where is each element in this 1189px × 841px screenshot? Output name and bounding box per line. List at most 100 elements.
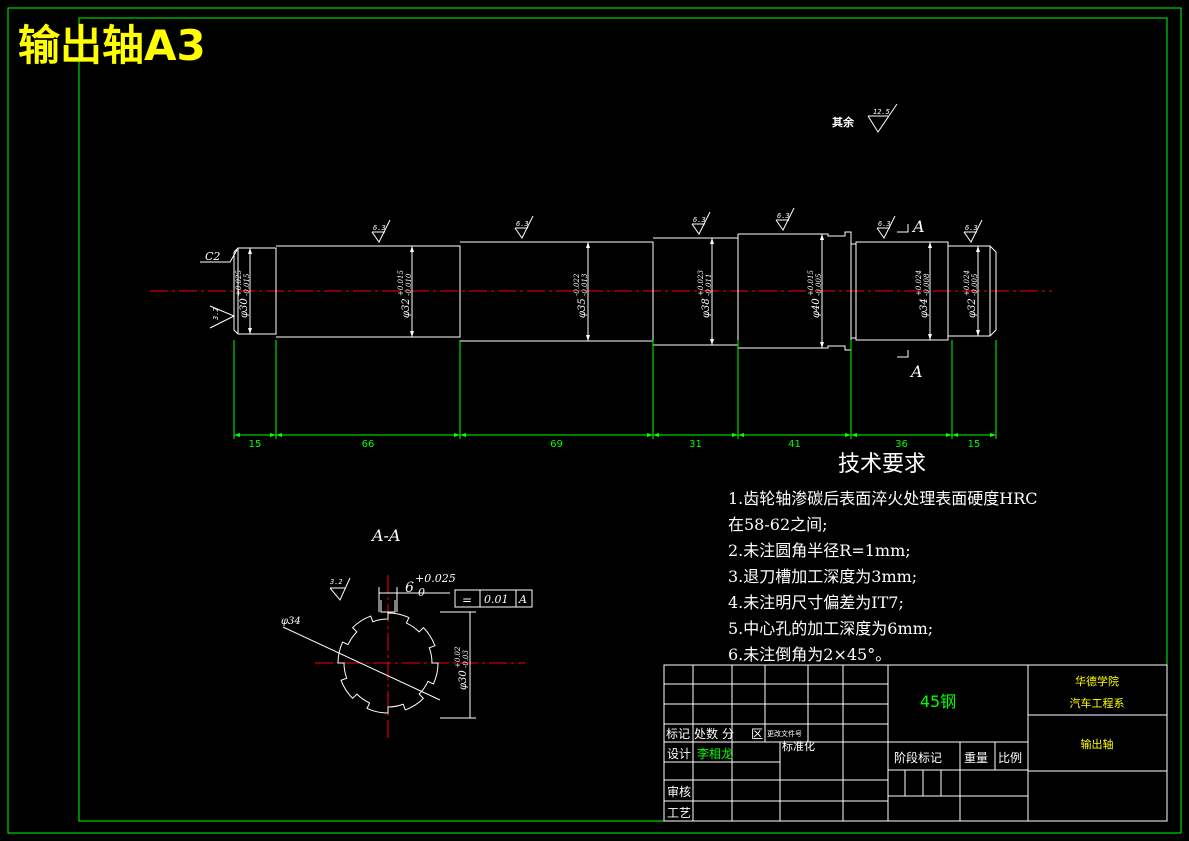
diameter-label-2: φ32+0.015-0.010 — [397, 270, 413, 318]
dept-label: 汽车工程系 — [1070, 696, 1125, 710]
rough-other-value: 12.5 — [873, 108, 890, 116]
dim-arrow — [976, 330, 980, 336]
dim-arrow — [710, 238, 714, 244]
dim-arrow — [820, 234, 824, 240]
diameter-base: φ32 — [967, 298, 978, 318]
tech-line-4: 3.退刀槽加工深度为3mm; — [728, 567, 917, 586]
length-dim-5: 41 — [788, 439, 801, 450]
dim-arrow — [410, 246, 414, 252]
tb-std-label: 标准化 — [782, 739, 815, 753]
roughness-value-6: 6.3 — [965, 224, 978, 232]
diameter-tol-low: -0.015 — [243, 273, 251, 296]
tb-design-label: 设计 — [667, 747, 691, 761]
dim-arrow — [732, 433, 738, 437]
dim-arrow — [851, 433, 857, 437]
diameter-tol-up: +0.024 — [963, 270, 971, 296]
diameter-label-5: φ40+0.015-0.005 — [807, 270, 823, 318]
roughness-symbol — [371, 219, 391, 243]
diameter-label-7: φ32 +0.024-0.005 — [963, 270, 979, 318]
length-dim-3: 69 — [550, 439, 563, 450]
dim-arrow — [454, 433, 460, 437]
tb-header-zone: 区 — [751, 727, 763, 741]
key-tol-up: +0.025 — [415, 572, 456, 585]
diameter-label-6: φ34+0.024-0.008 — [915, 270, 931, 318]
roughness-symbol — [963, 219, 983, 243]
tol-symbol: = — [462, 593, 472, 607]
shaft-outline — [233, 231, 997, 351]
tech-line-7: 6.未注倒角为2×45°。 — [728, 645, 891, 664]
dim-arrow — [460, 433, 466, 437]
dim-arrow — [234, 433, 240, 437]
section-mark-bottom: A — [909, 362, 923, 381]
dim-arrow — [946, 433, 952, 437]
tech-line-3: 2.未注圆角半径R=1mm; — [728, 541, 911, 560]
dim-arrow — [710, 339, 714, 345]
diameter-tol-low: -0.005 — [815, 273, 823, 296]
drawing-title: 输出轴A3 — [18, 21, 206, 70]
spline-profile — [337, 612, 439, 714]
tb-header-change: 更改文件号 — [767, 729, 802, 738]
diameter-tol-up: -0.022 — [573, 273, 581, 296]
dim-arrow — [653, 433, 659, 437]
tech-line-2: 在58-62之间; — [728, 515, 828, 534]
dim-arrow — [928, 334, 932, 340]
outer-frame — [7, 7, 1182, 834]
length-dim-6: 36 — [895, 439, 908, 450]
diameter-tol-low: -0.010 — [405, 273, 413, 296]
dim-arrow — [820, 342, 824, 348]
tb-header-mark: 标记 — [666, 727, 690, 741]
diameter-base: φ38 — [701, 298, 712, 318]
diameter-base: φ34 — [919, 298, 930, 318]
length-dim-4: 31 — [689, 439, 702, 450]
dim-arrow — [586, 335, 590, 341]
chamfer-leader — [200, 249, 238, 263]
school-label: 华德学院 — [1075, 674, 1119, 688]
roughness-value-2: 6.3 — [516, 220, 529, 228]
roughness-symbol — [876, 215, 896, 239]
dim-arrow — [410, 331, 414, 337]
tb-header-div: 分 — [722, 727, 734, 741]
rough-other-label: 其余 — [832, 115, 855, 129]
diameter-tol-low: -0.011 — [705, 274, 713, 296]
section-cut-marks — [897, 224, 909, 358]
material-label: 45钢 — [920, 692, 956, 711]
length-dim-7: 15 — [968, 439, 981, 450]
inner-frame — [78, 17, 1168, 822]
diameter-tol-up: +0.015 — [807, 270, 815, 296]
center-hole-rough-value: 3.2 — [212, 307, 220, 321]
dim-arrow — [928, 242, 932, 248]
diameter-tol-up: +0.023 — [697, 270, 705, 296]
diameter-label-3: φ35-0.022-0.013 — [573, 273, 589, 318]
dim-arrow — [952, 433, 958, 437]
tech-line-1: 1.齿轮轴渗碳后表面淬火处理表面硬度HRC — [728, 489, 1038, 508]
diameter-tol-up: +0.025 — [235, 270, 243, 296]
tech-heading: 技术要求 — [838, 452, 926, 477]
roughness-symbol — [691, 211, 711, 235]
roughness-symbol-other — [867, 103, 898, 133]
section-rough-value: 3.2 — [329, 578, 343, 586]
section-mark-top: A — [911, 217, 925, 236]
tb-header-count: 处数 — [694, 726, 718, 741]
roughness-value-5: 6.3 — [878, 220, 891, 228]
diameter-tol-up: +0.015 — [397, 270, 405, 296]
roughness-value-1: 6.3 — [373, 224, 386, 232]
dim-arrow — [976, 246, 980, 252]
roughness-value-3: 6.3 — [693, 216, 706, 224]
tol-value: 0.01 — [484, 593, 509, 606]
length-dim-2: 66 — [362, 439, 375, 450]
diameter-tol-low: -0.005 — [971, 273, 979, 296]
section-view-title: A-A — [370, 526, 401, 545]
diameter-label-4: φ38 +0.023-0.011 — [697, 270, 713, 318]
inner-dia-base: φ30 — [458, 670, 469, 690]
dim-arrow — [248, 248, 252, 254]
tech-line-5: 4.未注明尺寸偏差为IT7; — [728, 593, 904, 612]
dim-arrow — [990, 433, 996, 437]
diameter-base: φ30 — [239, 298, 250, 318]
roughness-value-4: 6.3 — [777, 212, 790, 220]
tb-craft-label: 工艺 — [667, 806, 691, 820]
dim-arrow — [276, 433, 282, 437]
section-view — [282, 575, 533, 740]
chamfer-label: C2 — [205, 250, 220, 263]
diameter-tol-low: -0.013 — [581, 273, 589, 296]
key-tol-low: 0 — [418, 586, 425, 599]
